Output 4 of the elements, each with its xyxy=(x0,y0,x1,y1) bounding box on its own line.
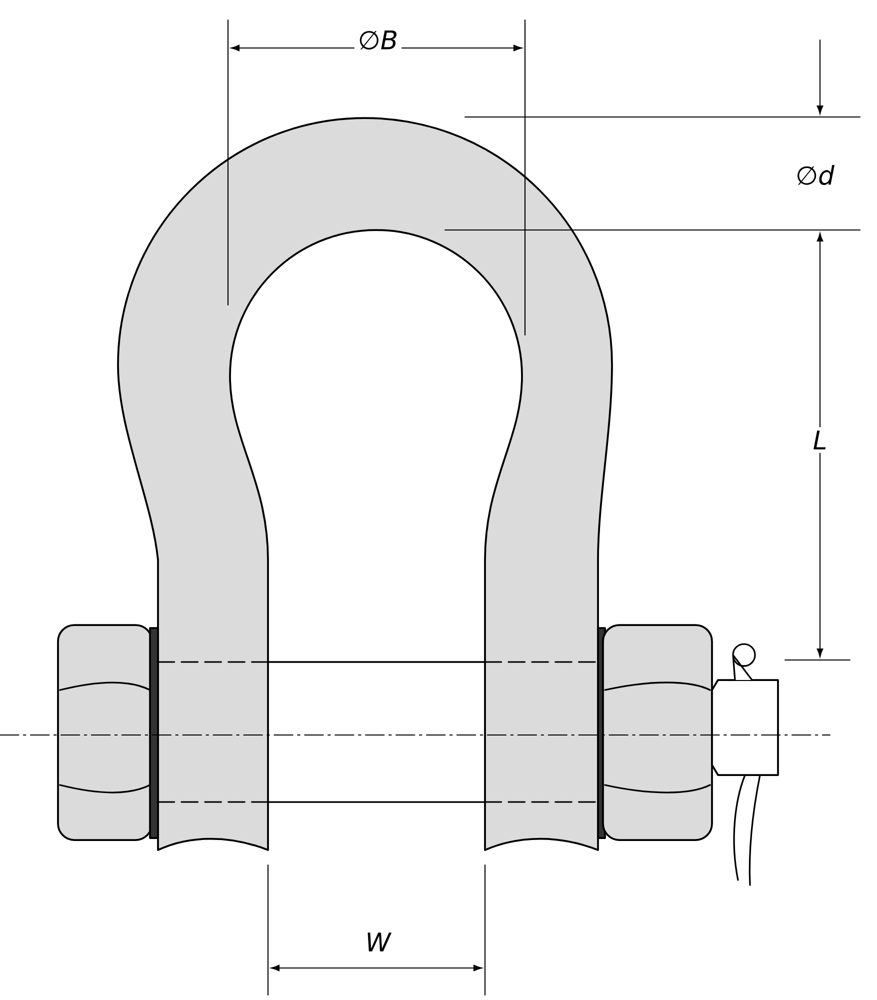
dimension-label: ∅d xyxy=(792,162,838,188)
dimension-label: ∅B xyxy=(354,26,402,54)
dimension-label: W xyxy=(362,929,394,955)
dimension-label: L xyxy=(809,427,831,453)
